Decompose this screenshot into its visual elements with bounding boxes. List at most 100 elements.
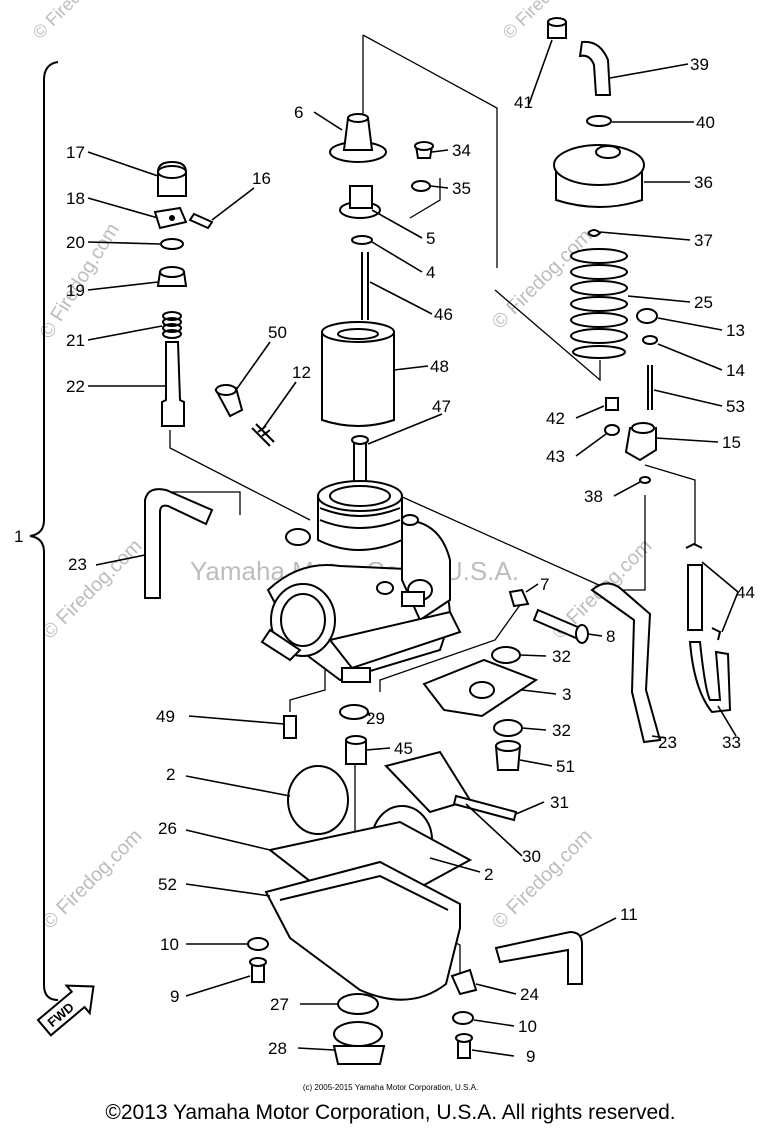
callout-20: 20 bbox=[66, 233, 85, 252]
callout-51: 51 bbox=[556, 757, 575, 776]
callout-10-right: 10 bbox=[518, 1017, 537, 1036]
callout-13: 13 bbox=[726, 321, 745, 340]
cap-and-spring-parts bbox=[547, 17, 732, 714]
part-49-jet bbox=[283, 715, 297, 739]
site-watermark: © Firedog.com bbox=[488, 825, 597, 934]
leader-lines bbox=[87, 39, 739, 1057]
callout-44: 44 bbox=[736, 583, 755, 602]
callout-53: 53 bbox=[726, 397, 745, 416]
part-32-washer-top bbox=[491, 646, 521, 664]
part-21-spring bbox=[162, 311, 182, 339]
callout-25: 25 bbox=[694, 293, 713, 312]
carburetor-body bbox=[260, 480, 462, 683]
part-2-float-left bbox=[287, 765, 349, 835]
callout-18: 18 bbox=[66, 189, 85, 208]
callout-42: 42 bbox=[546, 409, 565, 428]
callout-1: 1 bbox=[14, 527, 23, 546]
callout-6: 6 bbox=[294, 103, 303, 122]
callout-16: 16 bbox=[252, 169, 271, 188]
part-33-hose bbox=[688, 641, 732, 714]
float-bowl-flange bbox=[328, 610, 462, 670]
part-35-washer bbox=[411, 180, 431, 192]
part-23-hose-left bbox=[144, 488, 214, 599]
callout-31: 31 bbox=[550, 793, 569, 812]
callout-8: 8 bbox=[606, 627, 615, 646]
callout-10-left: 10 bbox=[160, 935, 179, 954]
part-48-slide bbox=[321, 331, 395, 427]
callout-23-left: 23 bbox=[68, 555, 87, 574]
part-3-gasket bbox=[422, 658, 539, 718]
callout-30: 30 bbox=[522, 847, 541, 866]
callout-50: 50 bbox=[268, 323, 287, 342]
callout-12: 12 bbox=[292, 363, 311, 382]
callout-26: 26 bbox=[158, 819, 177, 838]
part-39-elbow bbox=[578, 40, 612, 96]
part-44-tube bbox=[687, 564, 703, 631]
part-38-oring bbox=[639, 476, 651, 484]
callout-19: 19 bbox=[66, 281, 85, 300]
throttle-slide-parts bbox=[321, 113, 434, 491]
callout-40: 40 bbox=[696, 113, 715, 132]
part-28-plug bbox=[332, 1045, 386, 1065]
callout-28: 28 bbox=[268, 1039, 287, 1058]
callout-11: 11 bbox=[620, 905, 638, 924]
choke-plunger-parts bbox=[153, 160, 214, 427]
idle-and-gasket-parts bbox=[422, 582, 662, 771]
callout-32-bottom: 32 bbox=[552, 721, 571, 740]
part-23-hose-right bbox=[590, 582, 662, 744]
assembly-brace bbox=[29, 61, 59, 1001]
callout-5: 5 bbox=[426, 229, 435, 248]
part-42-screw bbox=[605, 397, 619, 411]
callout-17: 17 bbox=[66, 143, 85, 162]
part-43-washer bbox=[604, 424, 620, 436]
callout-29: 29 bbox=[366, 709, 385, 728]
part-27-oring bbox=[337, 993, 379, 1015]
callout-3: 3 bbox=[562, 685, 571, 704]
callout-27: 27 bbox=[270, 995, 289, 1014]
callout-46: 46 bbox=[434, 305, 453, 324]
callout-32-top: 32 bbox=[552, 647, 571, 666]
part-31-pin bbox=[452, 794, 518, 822]
part-20-clip bbox=[160, 238, 184, 250]
site-watermark: © Firedog.com bbox=[38, 535, 147, 644]
callout-numbers: 17 18 20 19 21 22 16 1 23 6 34 35 5 4 46… bbox=[14, 55, 755, 1066]
callout-34: 34 bbox=[452, 141, 471, 160]
part-16-pin bbox=[188, 212, 214, 230]
callout-33: 33 bbox=[722, 733, 741, 752]
copyright-fineprint: (c) 2005-2015 Yamaha Motor Corporation, … bbox=[302, 1083, 479, 1092]
callout-48: 48 bbox=[430, 357, 449, 376]
callout-37: 37 bbox=[694, 231, 713, 250]
callout-35: 35 bbox=[452, 179, 471, 198]
callout-49: 49 bbox=[156, 707, 175, 726]
part-24-bracket bbox=[450, 968, 478, 996]
part-40-oring bbox=[586, 115, 612, 127]
callout-38: 38 bbox=[584, 487, 603, 506]
part-44-clip bbox=[685, 542, 703, 549]
callout-9-right: 9 bbox=[526, 1047, 535, 1066]
part-11-hose bbox=[494, 930, 583, 985]
callout-2-left: 2 bbox=[166, 765, 175, 784]
callout-36: 36 bbox=[694, 173, 713, 192]
callout-9-left: 9 bbox=[170, 987, 179, 1006]
part-32-washer-bottom bbox=[493, 719, 523, 737]
part-14-oring bbox=[642, 335, 658, 345]
part-10-washer-left bbox=[247, 937, 269, 951]
part-37-clip bbox=[587, 229, 602, 237]
copyright-notice: ©2013 Yamaha Motor Corporation, U.S.A. A… bbox=[105, 1101, 676, 1124]
site-watermark: © Firedog.com bbox=[38, 825, 147, 934]
callout-14: 14 bbox=[726, 361, 745, 380]
site-watermark: © Firedog.com bbox=[488, 225, 597, 334]
callout-4: 4 bbox=[426, 263, 435, 282]
part-7-nut bbox=[508, 588, 530, 608]
callout-41: 41 bbox=[514, 93, 533, 112]
part-13-screw bbox=[636, 308, 658, 324]
site-watermark: © Firedog.com bbox=[29, 0, 127, 43]
part-22-plunger bbox=[161, 341, 185, 427]
callout-39: 39 bbox=[690, 55, 709, 74]
callout-23-right: 23 bbox=[658, 733, 677, 752]
callout-2-right: 2 bbox=[484, 865, 493, 884]
callout-15: 15 bbox=[722, 433, 741, 452]
callout-24: 24 bbox=[520, 985, 539, 1004]
callout-47: 47 bbox=[432, 397, 451, 416]
